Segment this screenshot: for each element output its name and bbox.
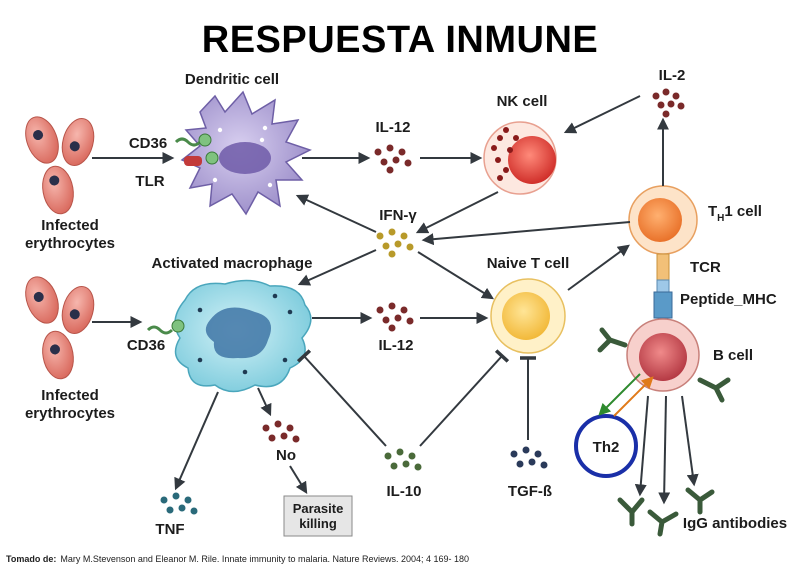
arrows [92, 95, 699, 505]
naive-t-cell [490, 278, 566, 354]
il12-top-cytokines [374, 144, 412, 174]
citation-text: Mary M.Stevenson and Eleanor M. Rile. In… [60, 554, 469, 564]
il10-label: IL-10 [386, 483, 421, 500]
orange-arrow [613, 376, 654, 417]
th1-cell [628, 185, 698, 255]
page-title: RESPUESTA INMUNE [202, 19, 598, 61]
il2-label: IL-2 [659, 67, 686, 84]
il2-cytokines [652, 88, 685, 118]
naive-t-cell-label: Naive T cell [487, 255, 570, 272]
tlr-label: TLR [135, 173, 164, 190]
infected-erythrocytes-bottom [25, 276, 95, 380]
citation-prefix: Tomado de: [6, 554, 56, 564]
parasite-killing-box [283, 495, 353, 537]
green-arrow [598, 373, 641, 416]
th2-label: Th2 [593, 439, 620, 456]
igg-antibodies [617, 487, 715, 537]
tgf-beta-cytokines [510, 446, 548, 469]
il10-cytokines [384, 448, 422, 471]
infected-top-label-2: erythrocytes [25, 235, 115, 252]
ifn-gamma-cytokines [376, 228, 414, 258]
b-cell [626, 318, 700, 392]
il12-mid-label: IL-12 [378, 337, 413, 354]
no-cytokines [262, 420, 300, 443]
parasite-label-2: killing [299, 516, 337, 531]
il12-top-label: IL-12 [375, 119, 410, 136]
th2-cell [574, 414, 638, 478]
peptide-mhc-label: Peptide_MHC [680, 291, 777, 308]
parasite-label-1: Parasite [293, 501, 344, 516]
igg-label: IgG antibodies [683, 515, 787, 532]
cd36-bottom-label: CD36 [127, 337, 165, 354]
th1-cell-label: TH1 cell [708, 203, 762, 224]
nk-cell-label: NK cell [497, 93, 548, 110]
th1-label-t: T [708, 203, 717, 220]
infected-top-label-1: Infected [41, 217, 99, 234]
dendritic-cell-label: Dendritic cell [185, 71, 279, 88]
no-label: No [276, 447, 296, 464]
b-cell-antibodies [597, 327, 731, 403]
dendritic-cell [174, 90, 312, 216]
tcr-label: TCR [690, 259, 721, 276]
tnf-label: TNF [155, 521, 184, 538]
th1-label-sub: H [717, 213, 724, 224]
infected-bottom-label-1: Infected [41, 387, 99, 404]
th1-label-rest: 1 cell [724, 203, 762, 220]
cd36-top-label: CD36 [129, 135, 167, 152]
infected-bottom-label-2: erythrocytes [25, 405, 115, 422]
activated-macrophage-label: Activated macrophage [152, 255, 313, 272]
il12-mid-cytokines [376, 302, 414, 332]
citation: Tomado de: Mary M.Stevenson and Eleanor M… [6, 554, 469, 564]
tcr-mhc-complex [653, 253, 673, 319]
activated-macrophage [146, 279, 312, 393]
infected-erythrocytes-top [25, 116, 95, 215]
nk-cell [483, 121, 557, 195]
tnf-cytokines [160, 492, 198, 515]
ifn-gamma-label: IFN-γ [379, 207, 417, 224]
tgf-beta-label: TGF-ß [508, 483, 552, 500]
b-cell-label: B cell [713, 347, 753, 364]
